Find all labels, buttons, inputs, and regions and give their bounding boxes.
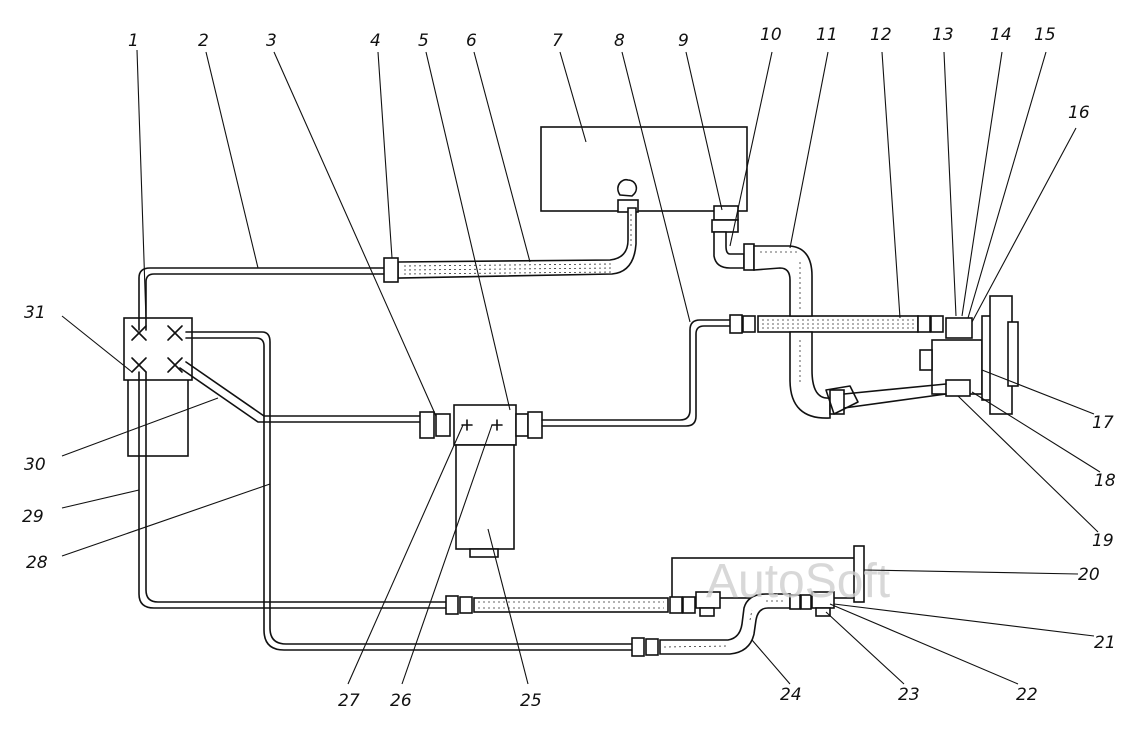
callout-21: 21 [1094, 633, 1116, 653]
callout-7: 7 [552, 31, 563, 51]
pipe-30 [179, 367, 421, 423]
distributor-fittings [131, 325, 183, 373]
fitting-5-nut [515, 413, 529, 437]
callout-1: 1 [128, 31, 139, 51]
pipe-28 [185, 331, 633, 645]
callout-30: 30 [24, 455, 46, 475]
callout-14: 14 [990, 25, 1012, 45]
pulley-hub [1007, 321, 1019, 387]
bend-clamp [825, 385, 859, 415]
hose-29-texture [478, 601, 664, 609]
hose-11-texture [760, 251, 801, 384]
pump-port-15 [945, 317, 973, 339]
callout-5: 5 [418, 31, 429, 51]
hose-24-texture [663, 600, 786, 648]
fitting-21a [789, 594, 801, 610]
pipe-2 [138, 267, 385, 331]
callout-17: 17 [1092, 413, 1114, 433]
fitting-29d [682, 596, 696, 614]
hose-11-lower [789, 331, 831, 419]
port-nut-23 [815, 607, 831, 617]
pipe-8 [541, 319, 731, 421]
callout-12: 12 [870, 25, 892, 45]
cylinder-flange [853, 545, 865, 603]
callout-10: 10 [760, 25, 782, 45]
callout-6: 6 [466, 31, 477, 51]
pipe-28-inner [185, 337, 633, 651]
hose-29 [473, 597, 669, 613]
pump-nozzle [919, 349, 933, 371]
fitting-29a [445, 595, 459, 615]
callout-13: 13 [932, 25, 954, 45]
callout-23: 23 [898, 685, 920, 705]
callout-8: 8 [614, 31, 625, 51]
fitting-8b [742, 315, 756, 333]
fitting-29b [459, 596, 473, 614]
callout-20: 20 [1078, 565, 1100, 585]
callout-19: 19 [1092, 531, 1114, 551]
callout-2: 2 [198, 31, 209, 51]
hose-11-clamp [743, 243, 755, 271]
callout-15: 15 [1034, 25, 1056, 45]
fitting-8a [729, 314, 743, 334]
tank-outlet-bend [713, 231, 745, 269]
leaders [61, 49, 1101, 685]
callout-18: 18 [1094, 471, 1116, 491]
fitting-3-left [419, 411, 435, 439]
fitting-5-right [527, 411, 543, 439]
callout-31: 31 [24, 303, 46, 323]
clamp-4 [383, 257, 399, 283]
pipe-2-inner [145, 273, 385, 331]
filter-25 [455, 444, 515, 550]
fitting-14 [930, 315, 944, 333]
fitting-21b [800, 594, 812, 610]
callout-28: 28 [26, 553, 48, 573]
callout-4: 4 [370, 31, 381, 51]
hose-6 [397, 207, 637, 279]
callout-27: 27 [338, 691, 360, 711]
callout-24: 24 [780, 685, 802, 705]
fitting-28b [645, 638, 659, 656]
hose-11 [753, 245, 813, 317]
fitting-13 [917, 315, 931, 333]
pump-port-18 [945, 379, 971, 397]
callout-29: 29 [22, 507, 44, 527]
tank-outlet-10 [713, 205, 739, 221]
pipe-8-inner [541, 325, 731, 427]
watermark: AutoSoft [706, 555, 890, 608]
callout-9: 9 [678, 31, 689, 51]
hose-6-texture [403, 214, 632, 275]
filter-bolts [461, 419, 503, 431]
tank-filler-cap [617, 178, 638, 197]
pipe-30-inner [185, 361, 421, 417]
callout-22: 22 [1016, 685, 1038, 705]
callout-26: 26 [390, 691, 412, 711]
callout-11: 11 [816, 25, 838, 45]
pipe-29 [138, 371, 447, 609]
return-line-19 [843, 383, 947, 409]
fitting-29c [669, 596, 683, 614]
hose-12-texture [762, 319, 914, 329]
callout-3: 3 [266, 31, 277, 51]
port-nut-left [699, 607, 715, 617]
pipe-29-inner [145, 371, 447, 603]
filter-cap [469, 548, 499, 558]
callout-25: 25 [520, 691, 542, 711]
callout-16: 16 [1068, 103, 1090, 123]
fitting-28a [631, 637, 645, 657]
fitting-3-nut [435, 413, 451, 437]
